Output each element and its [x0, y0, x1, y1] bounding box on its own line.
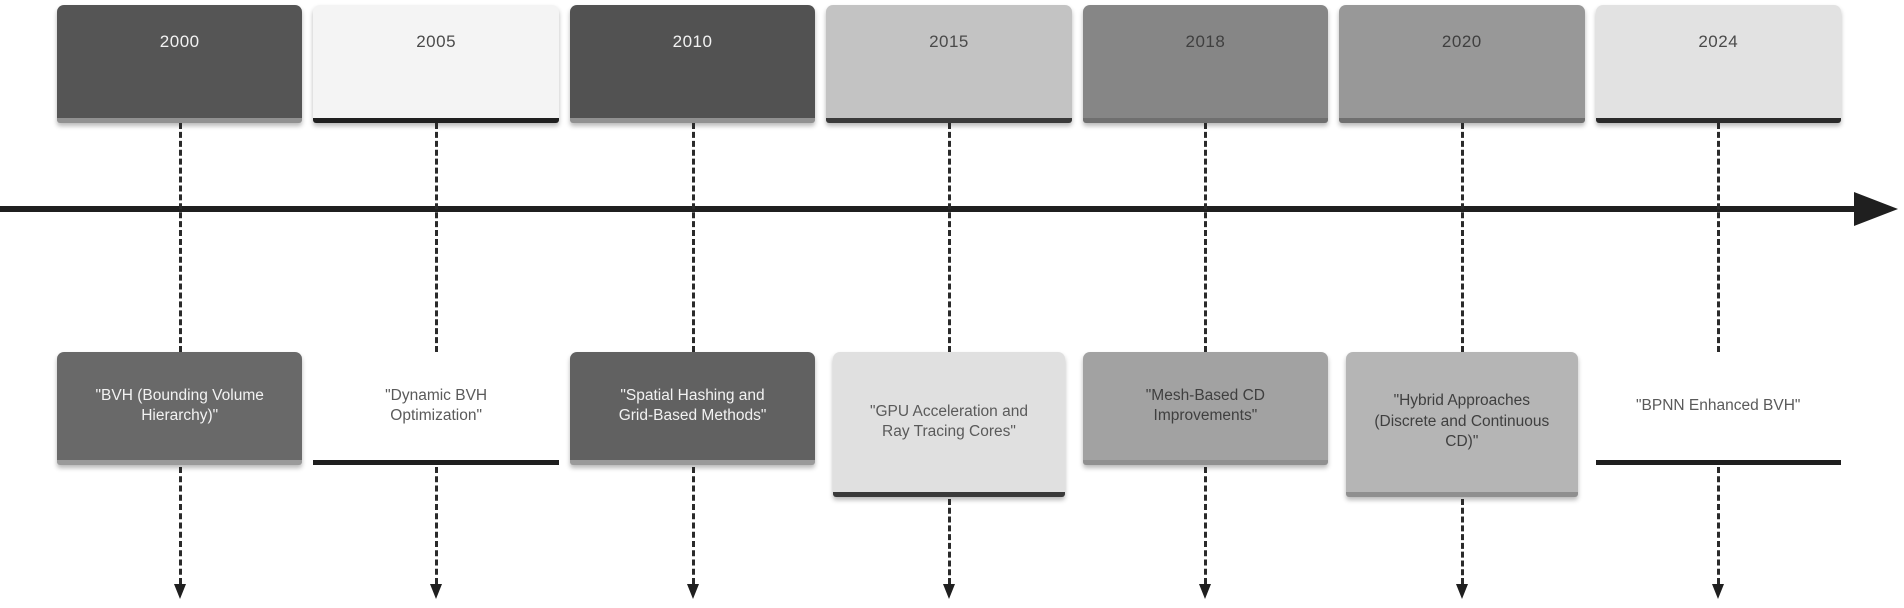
milestone-label: "Hybrid Approaches (Discrete and Continu… — [1374, 392, 1550, 451]
dashed-connector-upper — [947, 123, 951, 352]
down-arrowhead-icon — [430, 584, 443, 599]
year-box-2018: 2018 — [1082, 5, 1329, 123]
dashed-connector-upper — [435, 123, 439, 352]
year-box-2005: 2005 — [313, 5, 559, 123]
timeline-column-2018: 2018 "Mesh-Based CD Improvements" — [1082, 0, 1329, 608]
year-label: 2024 — [1698, 32, 1739, 51]
milestone-label: "Spatial Hashing and Grid-Based Methods" — [618, 386, 767, 424]
dashed-connector-upper — [1204, 123, 1208, 352]
milestone-label-box-2018: "Mesh-Based CD Improvements" — [1082, 352, 1329, 465]
milestone-label-box-2020: "Hybrid Approaches (Discrete and Continu… — [1346, 352, 1578, 497]
milestone-label: "GPU Acceleration and Ray Tracing Cores" — [869, 402, 1028, 440]
timeline-column-2010: 2010 "Spatial Hashing and Grid-Based Met… — [569, 0, 816, 608]
down-arrowhead-icon — [1199, 584, 1212, 599]
dashed-connector-lower — [691, 467, 695, 584]
dashed-connector-upper — [691, 123, 695, 352]
milestone-label-box-2024: "BPNN Enhanced BVH" — [1595, 352, 1841, 465]
milestone-label: "BPNN Enhanced BVH" — [1636, 396, 1801, 414]
year-label: 2005 — [416, 32, 457, 51]
dashed-connector-upper — [1717, 123, 1721, 352]
dashed-connector-lower — [947, 499, 951, 584]
down-arrowhead-icon — [1455, 584, 1468, 599]
down-arrowhead-icon — [942, 584, 955, 599]
dashed-connector-lower — [435, 467, 439, 584]
dashed-connector-upper — [178, 123, 182, 352]
milestone-label: "BVH (Bounding Volume Hierarchy)" — [95, 386, 264, 424]
timeline-axis — [0, 206, 1856, 212]
timeline-column-2024: 2024 "BPNN Enhanced BVH" — [1595, 0, 1841, 608]
year-box-2010: 2010 — [569, 5, 816, 123]
down-arrowhead-icon — [173, 584, 186, 599]
dashed-connector-upper — [1460, 123, 1464, 352]
year-label: 2010 — [672, 32, 713, 51]
year-box-2020: 2020 — [1339, 5, 1585, 123]
milestone-label-box-2000: "BVH (Bounding Volume Hierarchy)" — [57, 352, 303, 465]
year-box-2015: 2015 — [826, 5, 1072, 123]
dashed-connector-lower — [178, 467, 182, 584]
timeline-column-2000: 2000 "BVH (Bounding Volume Hierarchy)" — [57, 0, 303, 608]
milestone-label-box-2010: "Spatial Hashing and Grid-Based Methods" — [569, 352, 816, 465]
year-label: 2020 — [1441, 32, 1482, 51]
year-box-2000: 2000 — [57, 5, 303, 123]
right-arrowhead-icon — [1854, 192, 1898, 226]
year-label: 2015 — [929, 32, 969, 51]
down-arrowhead-icon — [686, 584, 699, 599]
dashed-connector-lower — [1460, 499, 1464, 584]
dashed-connector-lower — [1717, 467, 1721, 584]
milestone-label-box-2015: "GPU Acceleration and Ray Tracing Cores" — [833, 352, 1065, 497]
timeline-column-2020: 2020 "Hybrid Approaches (Discrete and Co… — [1339, 0, 1585, 608]
down-arrowhead-icon — [1712, 584, 1725, 599]
dashed-connector-lower — [1204, 467, 1208, 584]
timeline-column-2015: 2015 "GPU Acceleration and Ray Tracing C… — [826, 0, 1072, 608]
timeline-column-2005: 2005 "Dynamic BVH Optimization" — [313, 0, 559, 608]
milestone-label: "Dynamic BVH Optimization" — [385, 386, 488, 424]
year-label: 2018 — [1185, 32, 1226, 51]
milestone-label: "Mesh-Based CD Improvements" — [1145, 386, 1265, 424]
milestone-label-box-2005: "Dynamic BVH Optimization" — [313, 352, 559, 465]
timeline-columns: 2000 "BVH (Bounding Volume Hierarchy)" 2… — [57, 0, 1841, 608]
year-label: 2000 — [159, 32, 200, 51]
year-box-2024: 2024 — [1595, 5, 1841, 123]
